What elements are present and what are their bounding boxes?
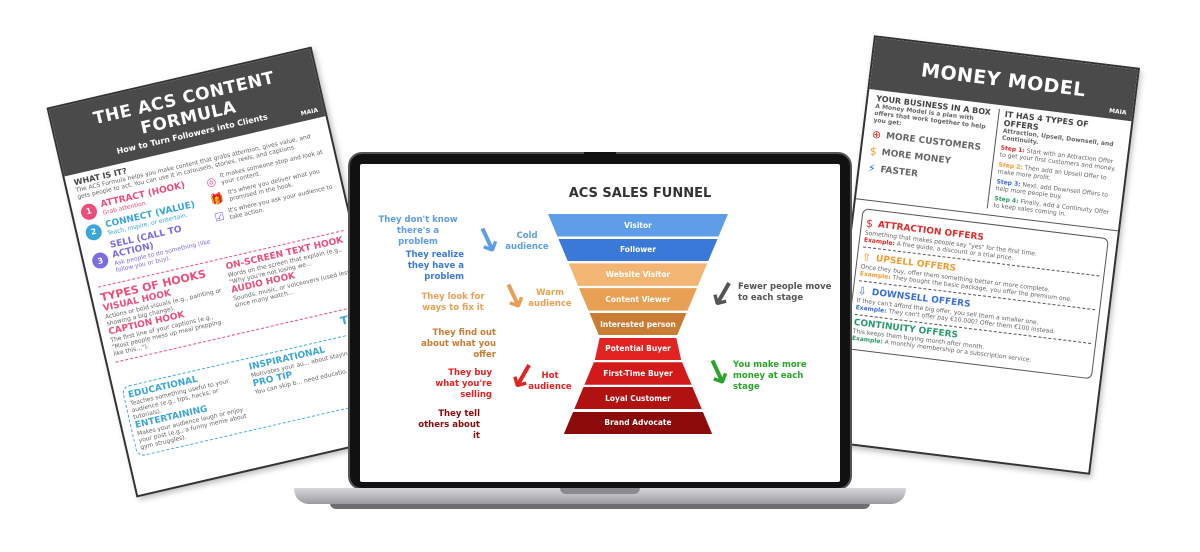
upsell-icon: ⇧	[861, 250, 872, 265]
funnel-layer: Brand Advocate	[563, 411, 713, 435]
funnel-layer: Visitor	[548, 214, 728, 237]
funnel-layer: Follower	[558, 238, 718, 262]
left-note: They find out about what you offer	[421, 328, 496, 360]
funnel-title: ACS SALES FUNNEL	[568, 186, 712, 201]
money-icon: $	[869, 144, 878, 159]
maia-logo: MAIA	[1108, 107, 1127, 117]
funnel-layer: Interested person	[589, 312, 687, 336]
step-number: 3	[90, 250, 110, 271]
funnel-layer: First-Time Buyer	[584, 362, 692, 385]
gift-icon: 🎁	[209, 190, 226, 207]
money-model-sheet: MONEY MODEL MAIA YOUR BUSINESS IN A BOX …	[824, 35, 1140, 475]
benefit-label: FASTER	[879, 164, 919, 180]
right-note: You make more money at each stage	[733, 360, 807, 392]
audience-label: Cold audience	[505, 231, 549, 252]
left-note: They realize they have a problem	[405, 250, 464, 282]
target-icon: ◎	[204, 174, 218, 189]
funnel-layer: Potential Buyer	[594, 337, 682, 360]
audience-label: Warm audience	[528, 288, 572, 309]
laptop-base	[294, 488, 906, 504]
funnel-layer: Website Visitor	[568, 263, 707, 286]
right-note: Fewer people move to each stage	[738, 282, 832, 303]
funnel-layer: Loyal Customer	[574, 386, 702, 410]
benefit-label: MORE MONEY	[881, 147, 952, 166]
left-note: They look for ways to fix it	[421, 292, 485, 313]
camera-notch	[584, 152, 616, 162]
add-customer-icon: ⊕	[871, 127, 882, 142]
left-note: They buy what you're selling	[435, 368, 492, 400]
laptop-opening-notch	[560, 488, 640, 494]
step-number: 1	[79, 201, 99, 221]
funnel-layer: Content Viewer	[579, 288, 697, 311]
downsell-icon: ⇩	[856, 284, 868, 299]
left-note: They tell others about it	[418, 409, 480, 441]
left-note: They don't know there's a problem	[378, 215, 458, 247]
step-number: 2	[84, 222, 104, 242]
attraction-icon: $	[865, 216, 874, 231]
audience-label: Hot audience	[528, 371, 572, 392]
laptop-foot	[330, 503, 870, 509]
speed-icon: ⚡	[866, 161, 877, 176]
checklist-icon: ☑	[213, 209, 226, 225]
